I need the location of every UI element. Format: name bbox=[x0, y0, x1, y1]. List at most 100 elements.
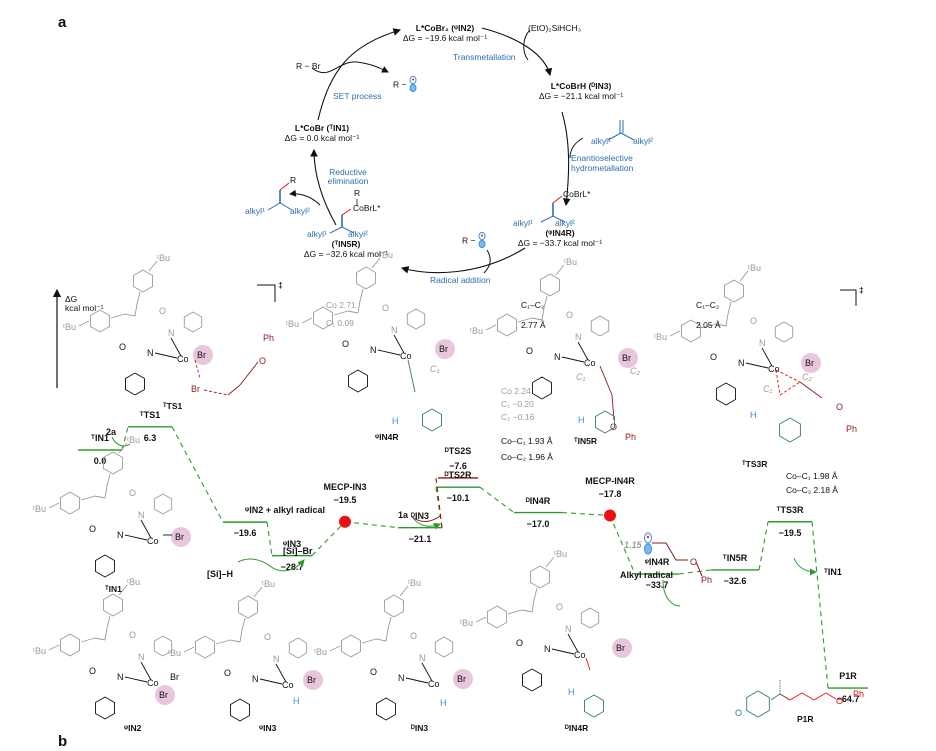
tbu-label: ᵗBu bbox=[33, 504, 46, 514]
cycle-in3-dg: ΔG = −21.1 kcal mol⁻¹ bbox=[538, 90, 624, 101]
step-radical-addition: Radical addition bbox=[430, 275, 491, 285]
bond bbox=[725, 313, 729, 327]
atom-ph: Ph bbox=[853, 689, 864, 699]
bond bbox=[253, 586, 263, 598]
bond bbox=[94, 495, 106, 499]
indane-ring bbox=[580, 607, 600, 629]
bond bbox=[229, 639, 241, 643]
bond bbox=[801, 692, 815, 701]
mecp-point bbox=[339, 515, 351, 528]
atom-ph: Ph bbox=[263, 333, 274, 343]
c2-label: C₂ bbox=[630, 366, 640, 376]
atom-br: Br bbox=[805, 358, 814, 368]
atom-n: N bbox=[419, 653, 426, 663]
connector-1 bbox=[171, 426, 224, 523]
axis-label-dg: ΔG bbox=[65, 294, 78, 304]
arrow-alkyl-radical bbox=[662, 579, 681, 607]
p-orbital-icon bbox=[409, 75, 417, 95]
arrow-reductive-branch bbox=[289, 189, 321, 206]
ts-symbol-1: ‡ bbox=[278, 280, 283, 290]
level-label: ᵀTS1 bbox=[139, 409, 161, 420]
cycle-in4r-formula: CoBrL* bbox=[563, 189, 591, 199]
bond bbox=[241, 617, 246, 631]
bond bbox=[183, 646, 195, 653]
atom-n: N bbox=[168, 328, 175, 338]
atom-h: H bbox=[440, 698, 447, 708]
aryl-ring bbox=[60, 491, 80, 515]
silane-reagent: (EtO)₂SiHCH₃ bbox=[528, 23, 582, 33]
level-value: −28.7 bbox=[280, 561, 304, 572]
connector-5 bbox=[435, 487, 443, 528]
arrow-set-branch bbox=[311, 61, 389, 74]
pyran-ring bbox=[779, 417, 801, 443]
aryl-ring bbox=[90, 309, 110, 333]
bond bbox=[577, 341, 589, 361]
atom-o: O bbox=[516, 638, 523, 648]
bond bbox=[106, 615, 111, 629]
return-tin1-label: ᵀIN1 bbox=[824, 567, 842, 577]
cycle-product-r: R bbox=[290, 175, 297, 185]
indane-ring bbox=[125, 372, 145, 396]
co-c-bond bbox=[585, 657, 591, 671]
indane-ring bbox=[434, 636, 454, 658]
atom-co: Co bbox=[428, 679, 440, 689]
bond bbox=[727, 301, 732, 315]
level-value: 6.3 bbox=[143, 432, 157, 443]
bond bbox=[407, 359, 416, 393]
level-label-s: ᴰTS2S bbox=[444, 445, 472, 456]
indane-ring bbox=[590, 315, 610, 337]
p1r-structure-label: P1R bbox=[797, 714, 814, 724]
atom-br: Br bbox=[307, 675, 316, 685]
bond bbox=[779, 381, 801, 396]
bond bbox=[745, 362, 769, 369]
bond bbox=[215, 639, 231, 645]
bond bbox=[775, 369, 781, 396]
tbu-label: ᵗBu bbox=[554, 549, 567, 559]
br-highlight bbox=[155, 685, 175, 705]
indane-ring bbox=[230, 698, 250, 722]
level-value: −19.5 bbox=[778, 527, 802, 538]
reagent-1a: 1a bbox=[398, 510, 409, 520]
atom-co: Co bbox=[282, 680, 294, 690]
bond bbox=[227, 384, 241, 396]
atom-o: O bbox=[836, 696, 843, 706]
arrow-radical-in bbox=[483, 249, 491, 274]
ts3r-co-c1: Co–C₁ 1.98 Å bbox=[786, 471, 838, 481]
aryl-ring bbox=[356, 266, 376, 290]
bond bbox=[385, 628, 389, 642]
pyran-ring bbox=[746, 690, 770, 718]
br-highlight bbox=[171, 527, 191, 547]
level-label: MECP-IN3 bbox=[323, 481, 367, 492]
atom-br: Br bbox=[457, 674, 466, 684]
bond bbox=[347, 310, 359, 314]
ts3r-bond-value: 2.05 Å bbox=[696, 320, 721, 330]
atom-br: Br bbox=[191, 384, 200, 394]
atom-o: O bbox=[159, 306, 166, 316]
atom-co: Co bbox=[584, 358, 596, 368]
din4r-structure-label: ᴰIN4R bbox=[565, 723, 589, 733]
bond bbox=[531, 317, 543, 321]
atom-n: N bbox=[252, 674, 259, 684]
indane-ring bbox=[153, 493, 173, 515]
bond bbox=[421, 662, 433, 682]
level-label: ᴰIN4R bbox=[525, 495, 551, 506]
level-value: 0.0 bbox=[93, 456, 107, 466]
atom-n: N bbox=[738, 358, 745, 368]
reagent-si-br: [Si]–Br bbox=[283, 546, 313, 556]
reagent-si-h: [Si]–H bbox=[207, 569, 234, 579]
bond bbox=[521, 609, 533, 613]
tbu-label: ᵗBu bbox=[748, 263, 761, 273]
atom-co: Co bbox=[400, 351, 412, 361]
aryl-ring bbox=[530, 565, 550, 589]
level-value: −10.1 bbox=[446, 493, 470, 504]
level-value: −17.8 bbox=[598, 488, 622, 499]
aryl-ring bbox=[497, 313, 517, 337]
atom-o: O bbox=[610, 422, 617, 432]
level-label: ᵀTS3R bbox=[776, 504, 804, 515]
level-label: ᵠIN2 + alkyl radical bbox=[244, 505, 326, 516]
atom-o: O bbox=[382, 303, 389, 313]
